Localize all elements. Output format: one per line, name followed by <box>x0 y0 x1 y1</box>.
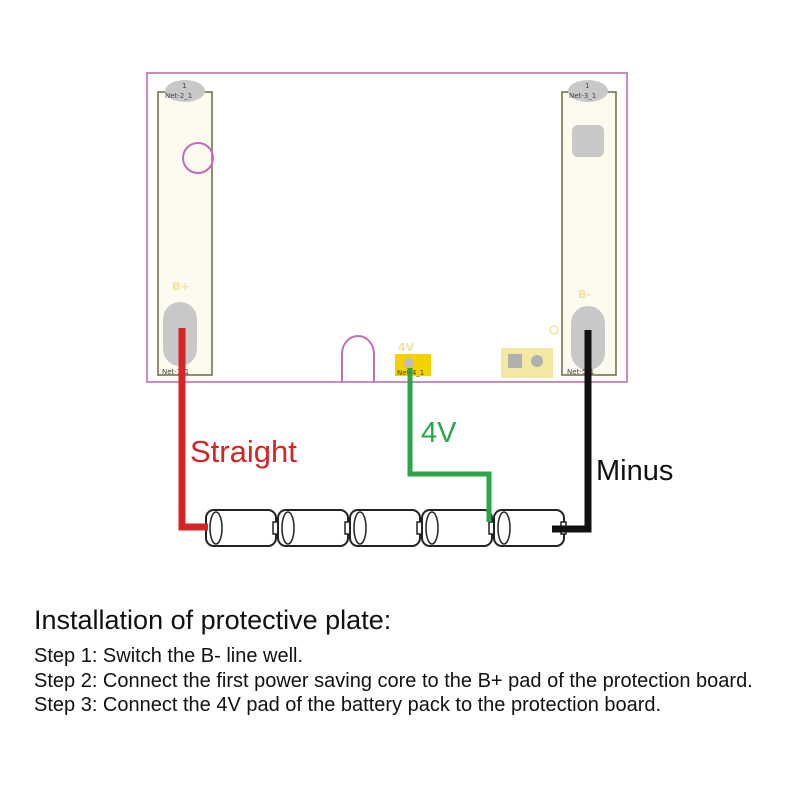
minus-wire-label: Minus <box>596 455 673 487</box>
battery-cell-body <box>277 509 349 547</box>
right-top-pad-number: 1 <box>585 82 589 90</box>
battery-cell-cap <box>353 511 367 545</box>
left-top-net-label: Net-2_1 <box>165 92 192 100</box>
straight-wire <box>178 328 208 531</box>
center-arch-cutout <box>341 335 375 382</box>
straight-wire-label: Straight <box>190 434 297 469</box>
fourv-wire <box>407 368 492 522</box>
left-mount-hole <box>182 142 214 174</box>
small-connector-pin-1 <box>508 354 522 368</box>
battery-pack <box>205 509 567 547</box>
battery-cell <box>349 509 423 547</box>
battery-cell-cap <box>281 511 295 545</box>
battery-cell <box>205 509 279 547</box>
left-bottom-net-label: Net-1_1 <box>162 368 189 376</box>
small-connector-pin-2 <box>531 355 543 367</box>
left-top-pad <box>165 80 205 102</box>
minus-wire <box>552 330 592 533</box>
battery-cell-cap <box>497 511 511 545</box>
battery-cell-body <box>421 509 493 547</box>
protection-board-outline <box>146 72 628 383</box>
fourv-pad-hole <box>404 358 414 368</box>
instructions-title: Installation of protective plate: <box>34 605 392 635</box>
left-top-pad-number: 1 <box>182 82 186 90</box>
fourv-pad-label: 4V <box>398 341 415 354</box>
right-small-marker <box>549 325 559 335</box>
right-bottom-net-label: Net-5_1 <box>567 368 594 376</box>
battery-cell <box>421 509 495 547</box>
installation-instructions: Installation of protective plate: Step 1… <box>34 604 774 718</box>
right-top-net-label: Net-3_1 <box>569 92 596 100</box>
instructions-steps: Step 1: Switch the B- line well. Step 2:… <box>34 644 774 718</box>
right-top-pad <box>568 80 608 102</box>
bplus-pad-label: B+ <box>172 280 190 293</box>
battery-cell-body <box>205 509 277 547</box>
battery-cell-cap <box>425 511 439 545</box>
instruction-step-3: Step 3: Connect the 4V pad of the batter… <box>34 694 662 716</box>
instruction-step-1: Step 1: Switch the B- line well. <box>34 645 304 667</box>
instruction-step-2: Step 2: Connect the first power saving c… <box>34 669 753 692</box>
battery-cell-cap <box>209 511 223 545</box>
battery-cell <box>277 509 351 547</box>
bminus-pad-label: B- <box>578 288 591 301</box>
wiring-diagram: 1 Net-2_1 B+ Net-1_1 1 Net-3_1 B- Net-5_… <box>146 72 673 547</box>
right-top-slot <box>572 125 604 157</box>
fourv-wire-label: 4V <box>421 417 457 449</box>
battery-cell-body <box>349 509 421 547</box>
